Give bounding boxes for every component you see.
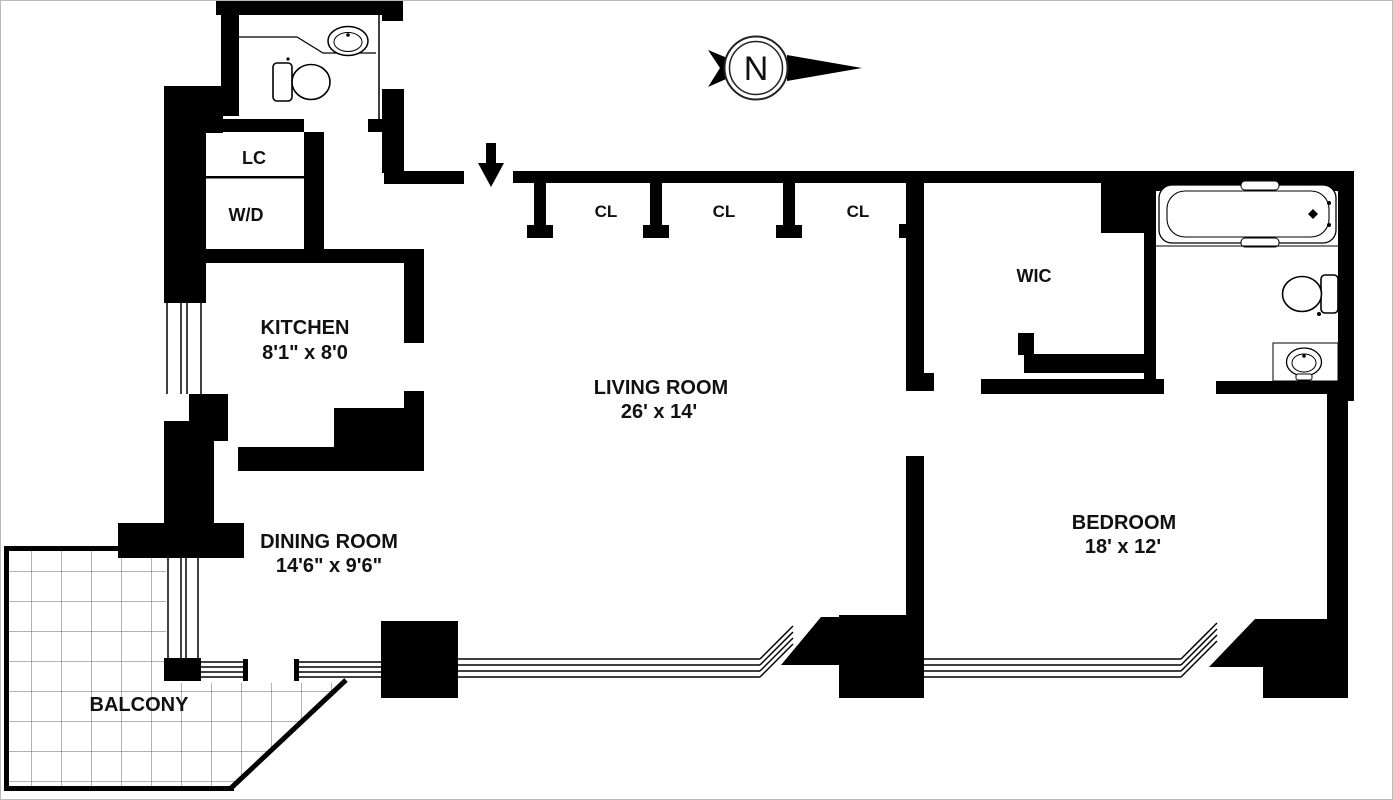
balcony-tile-floor xyxy=(8,551,346,788)
dining-south-window xyxy=(201,659,382,681)
pillar-south-east xyxy=(1263,619,1348,698)
lc-wd-east-wall xyxy=(304,132,324,249)
gallery-north-wall xyxy=(513,171,1106,183)
balcony-west-wall xyxy=(4,546,9,791)
compass: N xyxy=(708,35,862,101)
lc-label: LC xyxy=(242,148,266,168)
bath2-south-wall xyxy=(1216,381,1348,394)
bath1-east-wall xyxy=(382,89,404,173)
kitchen-south-band xyxy=(238,447,424,471)
bedroom-east-wall xyxy=(1327,391,1348,621)
bath2-east-wall xyxy=(1338,189,1354,401)
bedroom-label: BEDROOM xyxy=(1072,512,1176,534)
kitchen-west-window xyxy=(164,303,228,394)
wic-west-wall-stub xyxy=(899,224,906,238)
closet-label-2: CL xyxy=(713,202,736,221)
walls-northwest xyxy=(164,1,464,303)
closet-label-3: CL xyxy=(847,202,870,221)
kitchen-north-wall xyxy=(201,249,424,263)
kitchen-label: KITCHEN xyxy=(261,317,350,339)
balcony-room xyxy=(4,546,348,791)
kitchen-east-upper-wall xyxy=(404,263,424,343)
wedge-south-mid xyxy=(781,617,843,665)
wic-south-wall xyxy=(1024,354,1151,373)
balcony-diagonal-wall xyxy=(228,678,348,791)
dining-balcony-window xyxy=(167,558,199,658)
wedge-south-east xyxy=(1209,619,1273,667)
compass-north-label: N xyxy=(744,50,769,88)
walls-dining xyxy=(118,421,244,681)
closet-label-1: CL xyxy=(595,202,618,221)
toilet-icon xyxy=(1281,274,1339,316)
foyer-north-bar xyxy=(384,171,464,184)
livingroom-dims: 26' x 14' xyxy=(621,401,697,423)
livingroom-label: LIVING ROOM xyxy=(594,377,728,399)
walls-south xyxy=(381,615,1348,698)
kitchen-east-lower-block xyxy=(404,391,424,409)
diningroom-label: DINING ROOM xyxy=(260,531,398,553)
bath1-north-wall xyxy=(216,1,401,15)
kitchen-dims: 8'1" x 8'0 xyxy=(262,342,348,364)
room-labels: LC W/D KITCHEN 8'1" x 8'0 CL CL CL WIC L… xyxy=(90,148,1177,716)
balcony-label: BALCONY xyxy=(90,694,190,716)
bedroom-west-wall xyxy=(906,456,924,617)
diningroom-dims: 14'6" x 9'6" xyxy=(276,555,382,577)
west-outer-wall-strip xyxy=(164,131,206,303)
sink-icon xyxy=(327,25,369,57)
kitchen-south-step xyxy=(334,408,424,449)
lc-south-line xyxy=(206,176,304,179)
compass-inner-ring xyxy=(728,40,784,96)
balcony-north-wall xyxy=(4,546,118,551)
bathroom-top-fixtures xyxy=(239,25,376,102)
dining-southwest-bar xyxy=(118,523,244,558)
wic-south-stub xyxy=(1018,333,1034,355)
bathtub-icon xyxy=(1156,180,1338,248)
livingroom-south-window xyxy=(458,625,794,678)
pillar-south-left xyxy=(381,621,458,698)
wic-west-wall xyxy=(906,183,924,391)
lc-north-wall xyxy=(198,119,304,132)
bath1-door-stub xyxy=(368,119,386,132)
bath2-west-wall xyxy=(1144,191,1156,381)
bath1-west-wall xyxy=(221,1,239,116)
wic-label: WIC xyxy=(1017,266,1052,286)
bath1-east-top-block xyxy=(382,1,403,21)
sink-icon xyxy=(1272,342,1339,382)
compass-needle xyxy=(787,55,862,81)
bedroom-north-wall xyxy=(981,379,1164,394)
entry-arrow-icon xyxy=(478,143,504,187)
toilet-icon xyxy=(272,57,331,102)
windows xyxy=(164,303,1218,681)
bathroom-right-fixtures xyxy=(1156,180,1339,382)
closet-divider-3 xyxy=(776,183,802,238)
balcony-window-block xyxy=(164,658,201,681)
balcony-south-wall xyxy=(4,786,234,791)
wic-west-wall-foot xyxy=(919,373,934,391)
closet-divider-1 xyxy=(527,183,553,238)
pillar-south-mid xyxy=(839,615,924,698)
bedroom-dims: 18' x 12' xyxy=(1085,536,1161,558)
wd-label: W/D xyxy=(229,205,264,225)
bedroom-south-window xyxy=(924,622,1218,678)
closet-divider-2 xyxy=(643,183,669,238)
